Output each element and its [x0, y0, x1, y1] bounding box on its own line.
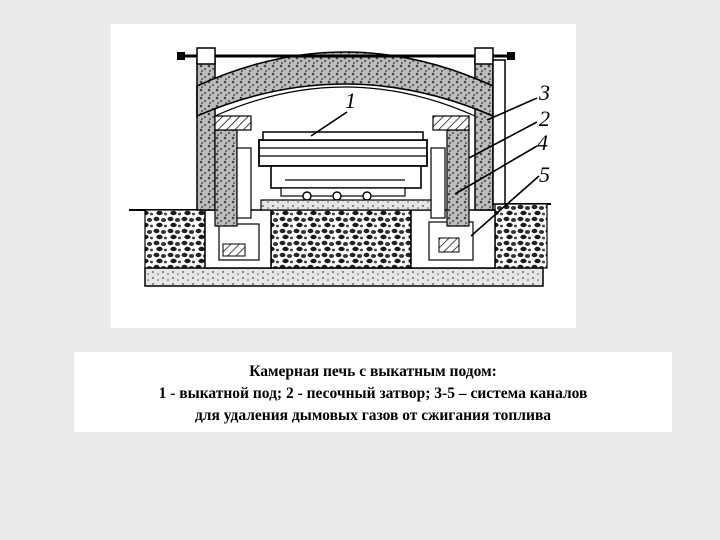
- foundation-slab: [144, 267, 544, 287]
- furnace-diagram: 1 3 2 4 5: [111, 24, 576, 328]
- furnace-drawing: 1 3 2 4 5: [129, 47, 551, 287]
- callout-2: 2: [539, 106, 550, 131]
- caption-title: Камерная печь с выкатным подом:: [249, 363, 497, 380]
- caption-line-3: для удаления дымовых газов от сжигания т…: [194, 407, 552, 424]
- tie-rod: [177, 47, 515, 65]
- leader-lines: [310, 97, 540, 237]
- workpiece-stack: [258, 131, 428, 167]
- flue-pits: [204, 209, 496, 269]
- flue-stack: [492, 59, 506, 205]
- side-fill: [144, 203, 548, 269]
- callout-3: 3: [538, 80, 550, 105]
- car-hearth: [260, 165, 432, 211]
- callout-1: 1: [345, 88, 356, 113]
- figure-caption: Камерная печь с выкатным подом: 1 - выка…: [74, 352, 672, 432]
- caption-line-2: 1 - выкатной под; 2 - песочный затвор; 3…: [158, 385, 588, 402]
- callout-5: 5: [539, 162, 550, 187]
- sand-seal: [214, 115, 470, 131]
- central-bed: [270, 209, 412, 269]
- callout-4: 4: [537, 130, 548, 155]
